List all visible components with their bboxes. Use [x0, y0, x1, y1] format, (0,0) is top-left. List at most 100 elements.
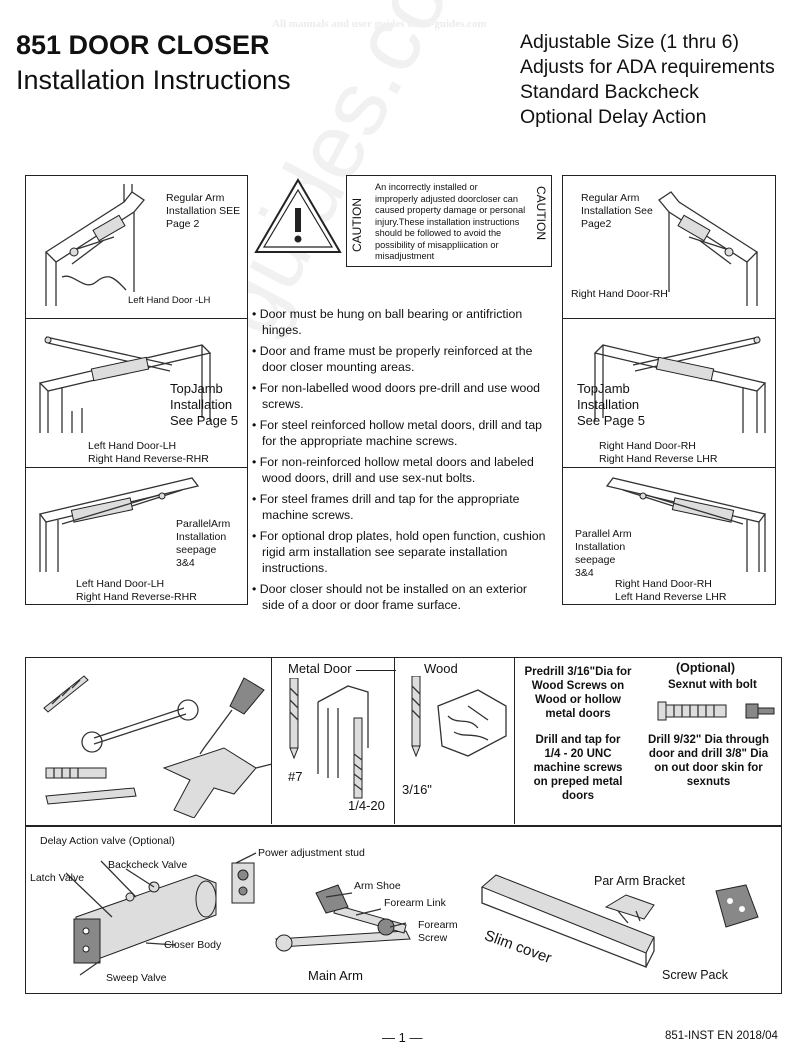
closer-body-icon	[65, 852, 257, 976]
note-line: See Page 5	[577, 413, 645, 428]
panel-note: TopJamb Installation See Page 5	[170, 381, 238, 429]
note-line: Installation	[577, 397, 640, 412]
caution-box: CAUTION CAUTION An incorrectly installed…	[346, 175, 552, 267]
note-line: Installation	[170, 397, 233, 412]
text-line: door and drill 3/8" Dia	[648, 748, 769, 760]
caution-line: misadjustment	[375, 251, 435, 261]
caption-line: Right Hand Reverse-RHR	[76, 591, 197, 603]
caption-line: Right Hand Reverse-RHR	[88, 453, 209, 465]
page-number: — 1 —	[382, 1030, 423, 1045]
panel-note: Regular Arm Installation SEE Page 2	[166, 192, 240, 231]
instruction-item: • Door and frame must be properly reinfo…	[252, 344, 533, 374]
panel-caption: Left Hand Door-LH Right Hand Reverse-RHR	[76, 578, 197, 604]
note-line: 3&4	[575, 567, 594, 579]
power-stud-icon	[231, 862, 255, 904]
note-line: TopJamb	[170, 381, 223, 396]
doc-code: 851-INST EN 2018/04	[665, 1030, 778, 1042]
sexnut-title: Sexnut with bolt	[668, 679, 757, 691]
latch-valve-label: Latch Valve	[30, 872, 85, 884]
drill-bit-icon-2	[45, 787, 137, 805]
parallel-arm-illustration	[605, 477, 767, 572]
panel-caption: Right Hand Door-RH	[571, 288, 668, 301]
tap-icon	[353, 717, 363, 799]
parts-section: Delay Action valve (Optional) Backcheck …	[25, 826, 782, 994]
panel-left-top-jamb: TopJamb Installation See Page 5 Left Han…	[25, 318, 248, 468]
divider	[514, 658, 516, 824]
panel-left-parallel-arm: ParallelArm Installation seepage 3&4 Lef…	[25, 467, 248, 605]
note-line: Installation SEE	[166, 205, 241, 217]
panel-left-regular-arm: Regular Arm Installation SEE Page 2 Left…	[25, 175, 248, 319]
metal-door-illustration	[289, 678, 369, 799]
caution-line: caused property damage or personal	[375, 205, 526, 215]
backcheck-valve-label: Backcheck Valve	[108, 859, 188, 871]
caution-text: An incorrectly installed or improperly a…	[375, 182, 525, 263]
feature-item: Adjusts for ADA requirements	[520, 56, 775, 78]
panel-note: TopJamb Installation See Page 5	[577, 381, 645, 429]
slim-cover-icon	[481, 874, 655, 968]
text-line: Wood Screws on	[531, 680, 625, 692]
top-jamb-illustration	[38, 336, 212, 433]
panel-caption: Left Hand Door-LH Right Hand Reverse-RHR	[88, 440, 209, 466]
drill-bit-icon	[289, 678, 299, 760]
note-line: Parallel Arm	[575, 528, 632, 540]
note-line: Installation See	[581, 205, 653, 217]
instruction-item: • For non-labelled wood doors pre-drill …	[252, 381, 540, 411]
caption-line: Right Hand Door-RH	[571, 288, 668, 300]
wood-label: Wood	[424, 661, 458, 676]
sexnut-text: Drill 9/32" Dia through door and drill 3…	[636, 733, 781, 789]
metal-drill-size: #7	[288, 769, 303, 784]
caution-line: injury.These installation instructions	[375, 216, 520, 227]
note-line: Regular Arm	[166, 192, 225, 204]
parts-illustration	[65, 852, 759, 976]
warning-icon	[254, 178, 342, 253]
note-line: TopJamb	[577, 381, 630, 396]
drill-tap-text: Drill and tap for 1/4 - 20 UNC machine s…	[518, 733, 638, 803]
instruction-item: • For steel frames drill and tap for the…	[252, 492, 520, 522]
note-line: seepage	[575, 554, 616, 566]
wood-illustration	[411, 676, 507, 758]
arm-shoe-label: Arm Shoe	[354, 880, 401, 892]
text-line: Drill 9/32" Dia through	[647, 734, 770, 746]
caption-line: Right Hand Reverse LHR	[599, 453, 718, 465]
text-line: Forearm	[418, 919, 458, 931]
panel-caption: Right Hand Door-RH Right Hand Reverse LH…	[599, 440, 717, 466]
feature-list: Adjustable Size (1 thru 6) Adjusts for A…	[520, 30, 775, 130]
instruction-item: • For optional drop plates, hold open fu…	[252, 529, 546, 575]
top-jamb-illustration	[593, 336, 767, 433]
metal-tap-size: 1/4-20	[348, 798, 385, 813]
caution-label-left: CAUTION	[350, 198, 364, 252]
predrill-text: Predrill 3/16"Dia for Wood Screws on Woo…	[518, 665, 638, 721]
note-line: Installation	[575, 541, 626, 553]
caution-line: An incorrectly installed or	[375, 182, 478, 192]
caution-line: possibility of misappliication or	[375, 239, 499, 250]
closer-body-label: Closer Body	[164, 939, 222, 951]
text-line: Drill and tap for	[535, 734, 621, 746]
caption-line: Left Hand Door-LH	[76, 578, 165, 590]
regular-arm-illustration	[44, 184, 145, 306]
note-line: Regular Arm	[581, 192, 640, 204]
text-line: on preped metal	[533, 776, 623, 788]
note-line: See Page 5	[170, 413, 238, 428]
tap-icon	[45, 767, 107, 779]
regular-arm-illustration	[658, 191, 759, 306]
feature-item: Adjustable Size (1 thru 6)	[520, 31, 739, 53]
arm-assembly-icon	[275, 884, 411, 952]
main-arm-label: Main Arm	[308, 968, 363, 983]
drill-bit-icon	[411, 676, 421, 758]
wrench-icon	[81, 699, 199, 753]
power-stud-label: Power adjustment stud	[258, 847, 365, 859]
panel-right-parallel-arm: Parallel Arm Installation seepage 3&4 Ri…	[562, 467, 776, 605]
screwdriver-icon	[199, 677, 265, 755]
screw-pack-icon	[715, 884, 759, 928]
instruction-item: • Door closer should not be installed on…	[252, 582, 528, 612]
sexnut-bolt-icon	[657, 701, 775, 721]
caution-line: improperly adjusted doorcloser can	[375, 193, 518, 204]
power-drill-icon	[162, 747, 273, 818]
text-line: machine screws	[533, 762, 623, 774]
delay-valve-label: Delay Action valve (Optional)	[40, 835, 175, 847]
metal-door-label: Metal Door	[288, 661, 352, 676]
note-line: 3&4	[176, 557, 195, 569]
instruction-item: • For non-reinforced hollow metal doors …	[252, 455, 534, 485]
wood-drill-size: 3/16"	[402, 782, 432, 797]
panel-caption: Left Hand Door -LH	[128, 294, 210, 307]
